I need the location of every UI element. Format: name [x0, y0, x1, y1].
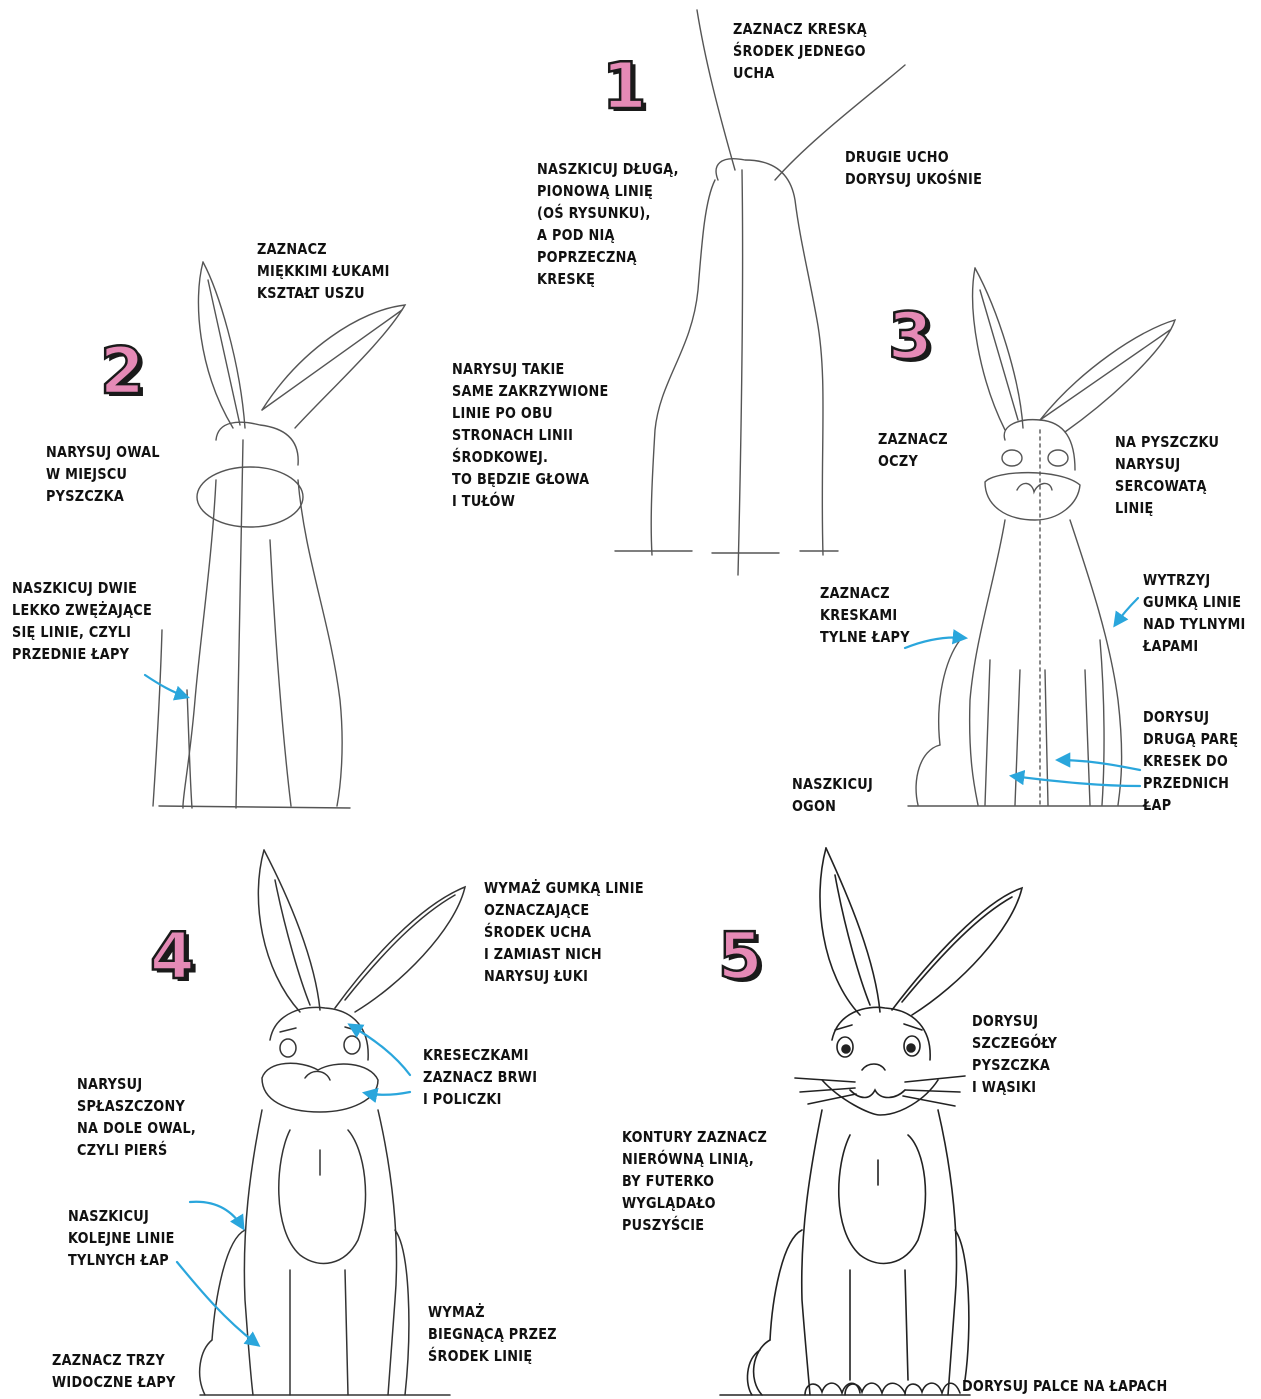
caption-front-paws-pair: DORYSUJ DRUGĄ PARĘ KRESEK DO PRZEDNICH Ł…	[1143, 706, 1238, 816]
arrow-front-legs	[145, 675, 187, 697]
step4-sketch	[200, 850, 465, 1395]
caption-ear-arcs: ZAZNACZ MIĘKKIMI ŁUKAMI KSZTAŁT USZU	[257, 238, 390, 304]
caption-axis-line: NASZKICUJ DŁUGĄ, PIONOWĄ LINIĘ (OŚ RYSUN…	[537, 158, 679, 290]
step1-sketch	[615, 10, 905, 575]
caption-eyes: ZAZNACZ OCZY	[878, 428, 948, 472]
caption-toes: DORYSUJ PALCE NA ŁAPACH	[962, 1375, 1167, 1397]
caption-tail: NASZKICUJ OGON	[792, 773, 873, 817]
caption-erase-lines: WYTRZYJ GUMKĄ LINIE NAD TYLNYMI ŁAPAMI	[1143, 569, 1246, 657]
caption-brows-cheeks: KRESECZKAMI ZAZNACZ BRWI I POLICZKI	[423, 1044, 537, 1110]
step-number-5: 5	[718, 925, 763, 989]
caption-muzzle-oval: NARYSUJ OWAL W MIEJSCU PYSZCZKA	[46, 441, 160, 507]
arrow-front-paws-1	[1058, 760, 1140, 770]
caption-ear-arcs-replace: WYMAŻ GUMKĄ LINIE OZNACZAJĄCE ŚRODEK UCH…	[484, 877, 644, 987]
step5-sketch	[720, 848, 1022, 1395]
step2-sketch	[153, 262, 405, 808]
caption-erase-center: WYMAŻ BIEGNĄCĄ PRZEZ ŚRODEK LINIĘ	[428, 1301, 557, 1367]
step-number-4: 4	[150, 925, 195, 989]
arrow-hind-lines	[190, 1202, 243, 1228]
caption-hind-leg-lines: NASZKICUJ KOLEJNE LINIE TYLNYCH ŁAP	[68, 1205, 175, 1271]
arrow-erase-lines	[1115, 598, 1138, 625]
caption-mark-ear-center: ZAZNACZ KRESKĄ ŚRODEK JEDNEGO UCHA	[733, 18, 867, 84]
step3-sketch	[908, 268, 1175, 806]
caption-body-curves: NARYSUJ TAKIE SAME ZAKRZYWIONE LINIE PO …	[452, 358, 609, 512]
caption-second-ear: DRUGIE UCHO DORYSUJ UKOŚNIE	[845, 146, 982, 190]
caption-fur-contours: KONTURY ZAZNACZ NIERÓWNĄ LINIĄ, BY FUTER…	[622, 1126, 767, 1236]
arrow-cheeks	[365, 1092, 410, 1095]
step-number-2: 2	[100, 340, 145, 404]
step-number-1: 1	[602, 55, 647, 119]
caption-heart-line: NA PYSZCZKU NARYSUJ SERCOWATĄ LINIĘ	[1115, 431, 1219, 519]
step-number-3: 3	[888, 305, 933, 369]
caption-front-legs: NASZKICUJ DWIE LEKKO ZWĘŻAJĄCE SIĘ LINIE…	[12, 577, 152, 665]
caption-hind-legs: ZAZNACZ KRESKAMI TYLNE ŁAPY	[820, 582, 910, 648]
caption-muzzle-details: DORYSUJ SZCZEGÓŁY PYSZCZKA I WĄSIKI	[972, 1010, 1057, 1098]
caption-three-paws: ZAZNACZ TRZY WIDOCZNE ŁAPY	[52, 1349, 176, 1393]
caption-chest-oval: NARYSUJ SPŁASZCZONY NA DOLE OWAL, CZYLI …	[77, 1073, 196, 1161]
